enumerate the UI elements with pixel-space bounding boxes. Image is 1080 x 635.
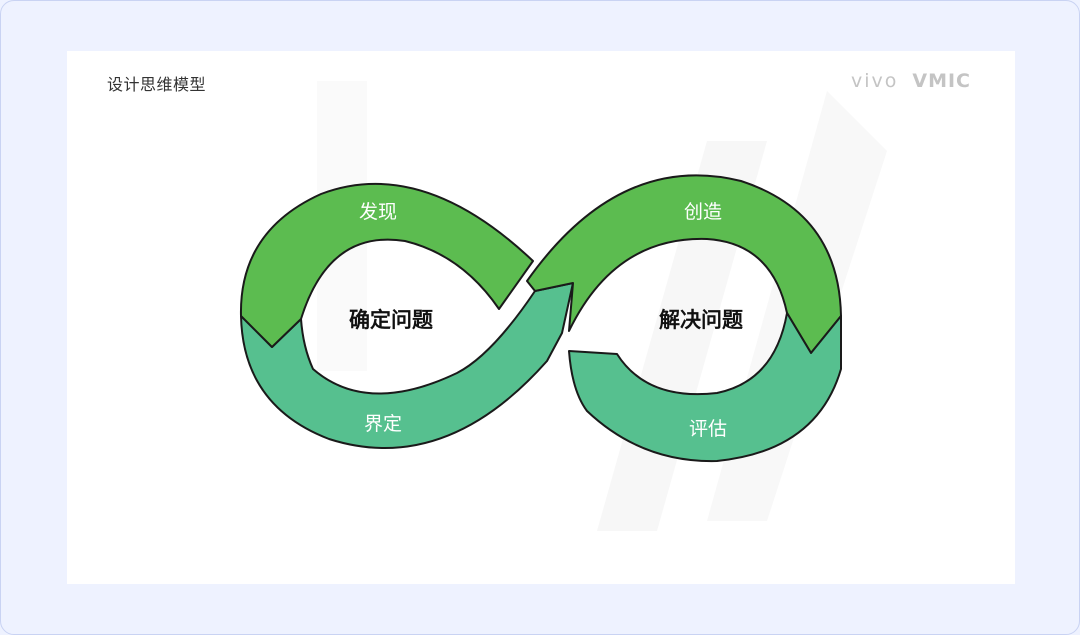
slide-title: 设计思维模型 <box>107 75 207 94</box>
segment-evaluate <box>568 312 842 463</box>
slide: 设计思维模型 vivo VMIC 发现 界定 创造 评估 确定问题 解决问题 <box>67 51 1015 584</box>
vmic-logo-text: VMIC <box>912 70 971 92</box>
label-create: 创造 <box>684 201 722 223</box>
design-thinking-diagram: 发现 界定 创造 评估 确定问题 解决问题 <box>239 174 842 463</box>
vivo-logo-text: vivo <box>850 70 899 92</box>
center-label-solve-problem: 解决问题 <box>659 308 744 332</box>
label-evaluate: 评估 <box>689 418 727 440</box>
label-define: 界定 <box>364 413 402 435</box>
center-label-define-problem: 确定问题 <box>349 308 434 332</box>
brand-logo: vivo VMIC <box>851 70 971 92</box>
label-discover: 发现 <box>359 201 397 223</box>
segment-discover <box>239 182 534 348</box>
